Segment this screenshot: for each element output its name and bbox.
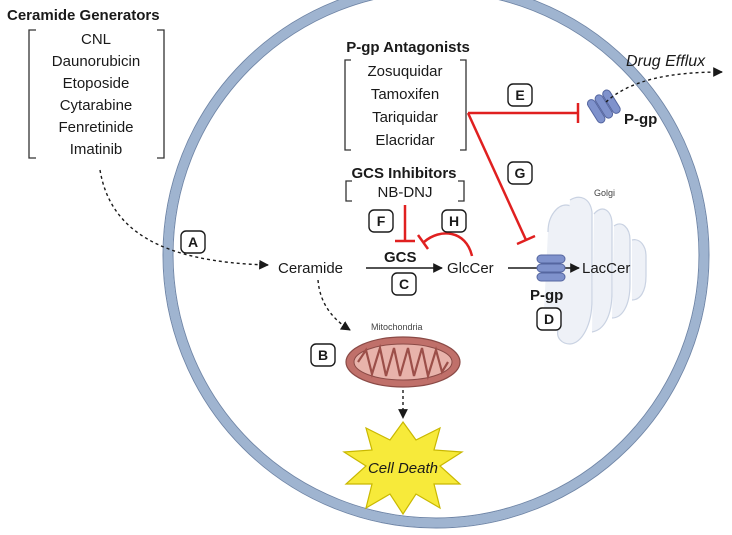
inhibition-antagonists-to-golgi-pgp (466, 112, 528, 241)
antagonist-item: Elacridar (375, 132, 434, 149)
mitochondria-icon (345, 336, 461, 388)
cell-membrane-outer-line (162, 0, 710, 529)
generators-bracket-right (157, 29, 165, 159)
inhibitors-bracket-left (345, 180, 352, 202)
step-h-badge: H (441, 209, 467, 233)
cell-membrane (163, 0, 709, 528)
antagonist-item: Tariquidar (372, 109, 438, 126)
drug-efflux-label: Drug Efflux (626, 53, 706, 70)
inhibition-bar (516, 234, 536, 246)
cell-death-label: Cell Death (368, 460, 438, 477)
generators-bracket-left (28, 29, 36, 159)
generator-item: Fenretinide (58, 119, 133, 136)
step-f-badge: F (368, 209, 394, 233)
antagonist-item: Zosuquidar (367, 63, 442, 80)
cell-membrane-inner-line (172, 0, 700, 519)
step-b-badge: B (310, 343, 336, 367)
generator-item: Daunorubicin (52, 53, 140, 70)
step-g-label: G (515, 165, 526, 181)
mitochondria-label: Mitochondria (371, 322, 423, 332)
step-a-label: A (188, 234, 198, 250)
arrow-ceramide-to-mitochondria (317, 279, 351, 331)
step-c-badge: C (391, 272, 417, 296)
inhibitors-bracket-right (458, 180, 465, 202)
step-d-badge: D (536, 307, 562, 331)
antagonists-title: P-gp Antagonists (346, 39, 470, 56)
generator-item: CNL (81, 31, 111, 48)
ceramide-node: Ceramide (278, 260, 343, 277)
step-d-label: D (544, 311, 554, 327)
golgi-label: Golgi (594, 188, 615, 198)
inhibition-glccer-feedback (423, 232, 474, 257)
arrow-generators-to-ceramide (99, 169, 269, 270)
generator-item: Etoposide (63, 75, 130, 92)
step-f-label: F (377, 213, 386, 229)
antagonists-bracket-left (344, 59, 351, 151)
inhibitor-item: NB-DNJ (378, 184, 433, 201)
step-e-badge: E (507, 83, 533, 107)
laccer-node: LacCer (582, 260, 630, 277)
generator-item: Imatinib (70, 141, 123, 158)
generators-title: Ceramide Generators (7, 7, 160, 24)
step-e-label: E (515, 87, 524, 103)
membrane-pgp-label: P-gp (624, 111, 657, 128)
step-c-label: C (399, 276, 409, 292)
glccer-node: GlcCer (447, 260, 494, 277)
step-b-label: B (318, 347, 328, 363)
step-h-label: H (449, 213, 459, 229)
inhibitors-title: GCS Inhibitors (352, 165, 457, 182)
step-a-badge: A (180, 230, 206, 254)
cell-death-starburst (342, 420, 464, 516)
golgi-pgp-label: P-gp (530, 287, 563, 304)
step-g-badge: G (507, 161, 533, 185)
golgi-pgp-icon (536, 254, 566, 282)
generator-item: Cytarabine (60, 97, 133, 114)
antagonists-bracket-right (460, 59, 467, 151)
inhibition-bar (416, 234, 430, 250)
membrane-pgp-icon (586, 89, 621, 124)
antagonist-item: Tamoxifen (371, 86, 439, 103)
gcs-label: GCS (384, 249, 417, 266)
